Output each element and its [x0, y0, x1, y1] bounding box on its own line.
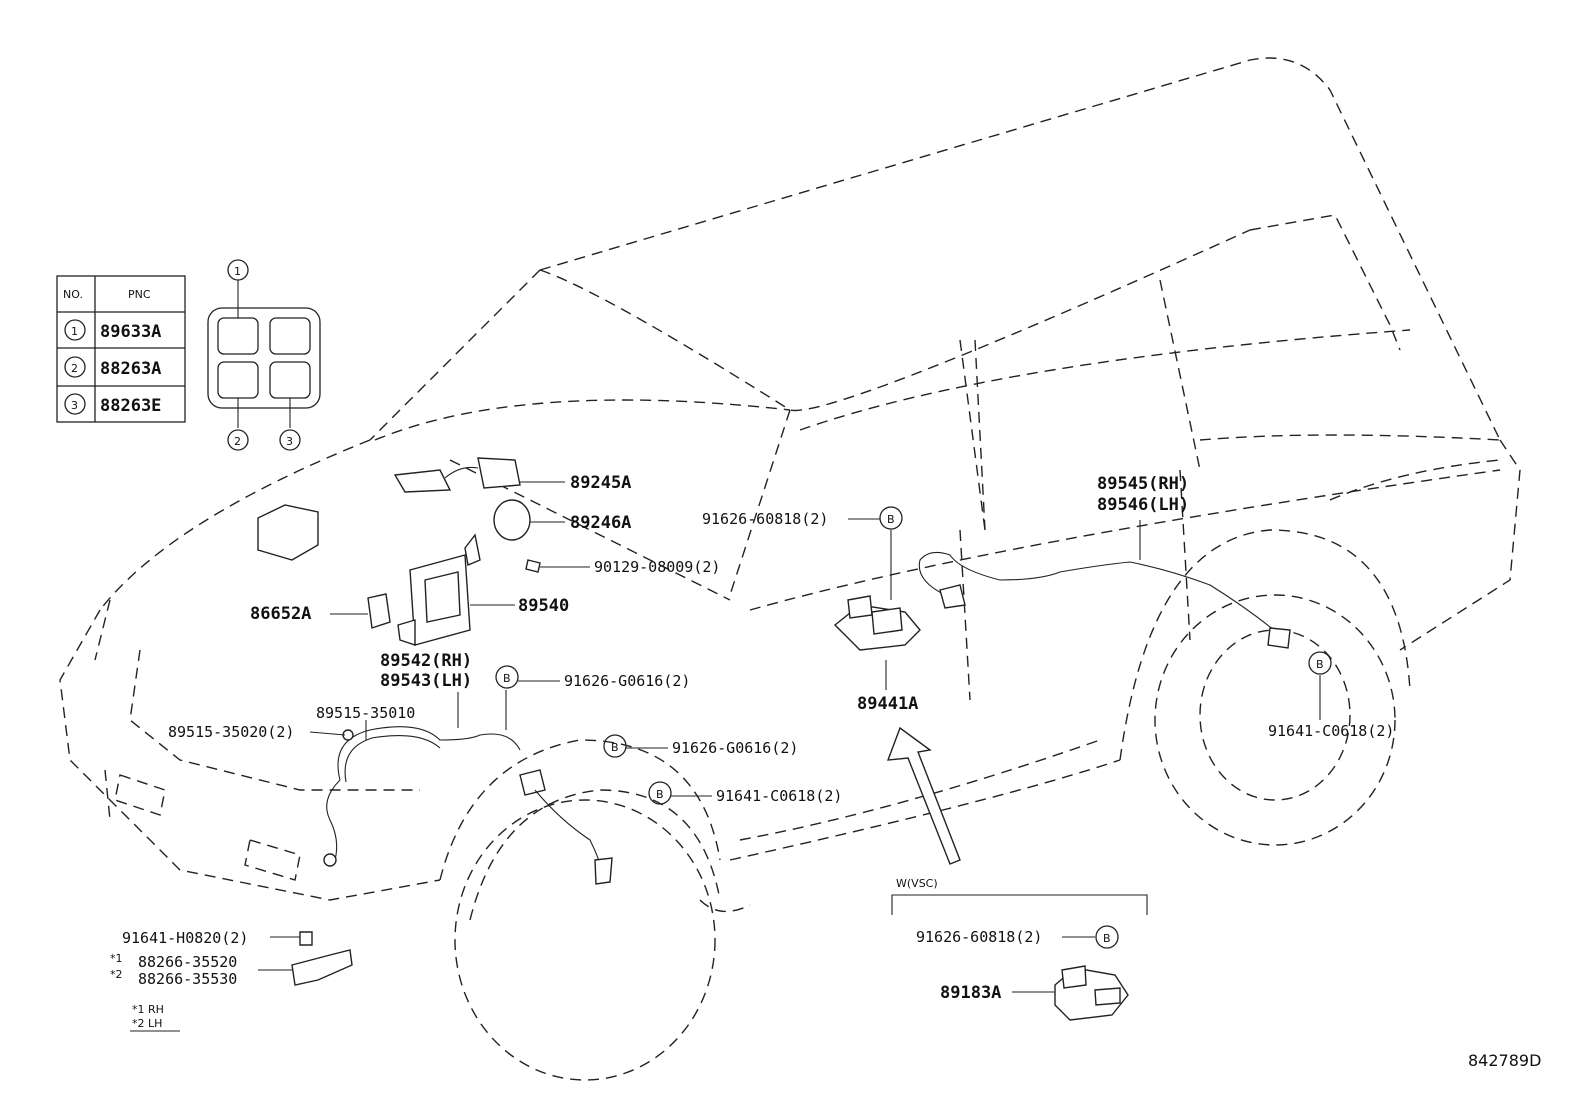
table-row-no: 1	[71, 325, 78, 338]
part-label-91641-c0618: 91641-C0618(2)	[1268, 722, 1394, 740]
switch-callout-2: 2	[234, 435, 241, 448]
table-header-pnc: PNC	[128, 288, 151, 301]
table-row-pnc: 88263E	[100, 396, 161, 416]
part-label-89515-35010: 89515-35010	[316, 704, 415, 722]
bolt-marker: B	[656, 788, 664, 801]
part-label-89540: 89540	[518, 596, 569, 616]
part-label-88266-35530: 88266-35530	[138, 970, 237, 988]
sensor-ring-89246a	[493, 499, 531, 541]
part-label-89245a: 89245A	[570, 473, 631, 493]
switch-callout-3: 3	[286, 435, 293, 448]
connector-86652a	[367, 593, 391, 629]
part-label-91626-g0616: 91626-G0616(2)	[672, 739, 798, 757]
bolt-markers: B B B B B B	[495, 506, 1332, 949]
sensor-89245a	[477, 457, 521, 489]
table-row-no: 2	[71, 362, 78, 375]
part-label-91626-60818: 91626-60818(2)	[916, 928, 1042, 946]
legend-rh: *1 RH	[132, 1003, 164, 1016]
part-label-89515-35020: 89515-35020(2)	[168, 723, 294, 741]
part-label-86652a: 86652A	[250, 604, 311, 624]
front-speed-sensor	[519, 769, 546, 796]
part-label-89441a: 89441A	[857, 694, 918, 714]
part-label-89543: 89543(LH)	[380, 671, 472, 691]
components	[257, 457, 1291, 1021]
part-label-89546: 89546(LH)	[1097, 495, 1189, 515]
part-label-90129: 90129-08009(2)	[594, 558, 720, 576]
part-label-91626-g0616: 91626-G0616(2)	[564, 672, 690, 690]
bolt-marker: B	[503, 672, 511, 685]
harness-connector	[393, 469, 452, 493]
lh-marker: *2	[110, 968, 123, 981]
legend-lh: *2 LH	[132, 1017, 162, 1030]
rear-speed-sensor	[1267, 627, 1291, 649]
switch-callout-1: 1	[234, 265, 241, 278]
part-label-91641-h0820: 91641-H0820(2)	[122, 929, 248, 947]
bolt-marker: B	[1316, 658, 1324, 671]
table-row-pnc: 88263A	[100, 359, 161, 379]
switch-panel: 1 2 3	[207, 259, 321, 451]
figure-id: 842789D	[1468, 1051, 1541, 1070]
part-label-88266-35520: 88266-35520	[138, 953, 237, 971]
relay-box	[257, 504, 319, 561]
part-labels: 89245A 89246A 90129-08009(2) 86652A 8954…	[110, 473, 1541, 1070]
part-label-89545: 89545(RH)	[1097, 474, 1189, 494]
table-row-pnc: 89633A	[100, 322, 161, 342]
vehicle-body	[59, 57, 1521, 1081]
part-label-89183a: 89183A	[940, 983, 1001, 1003]
part-label-91626-60818: 91626-60818(2)	[702, 510, 828, 528]
bolt-91641-h0820	[299, 931, 313, 946]
location-arrow	[886, 726, 961, 865]
bracket-88266	[291, 949, 353, 986]
vsc-group-label: W(VSC)	[896, 877, 938, 890]
pnc-table: NO. PNC 1 89633A 2 88263A 3 88263E	[56, 275, 186, 423]
table-row-no: 3	[71, 399, 78, 412]
rh-marker: *1	[110, 952, 123, 965]
part-label-91641-c0618: 91641-C0618(2)	[716, 787, 842, 805]
bolt-marker: B	[611, 741, 619, 754]
bolt-marker: B	[887, 513, 895, 526]
part-label-89542: 89542(RH)	[380, 651, 472, 671]
table-header-no: NO.	[63, 288, 83, 301]
part-label-89246a: 89246A	[570, 513, 631, 533]
bolt-marker: B	[1103, 932, 1111, 945]
leader-lines	[258, 481, 1321, 993]
